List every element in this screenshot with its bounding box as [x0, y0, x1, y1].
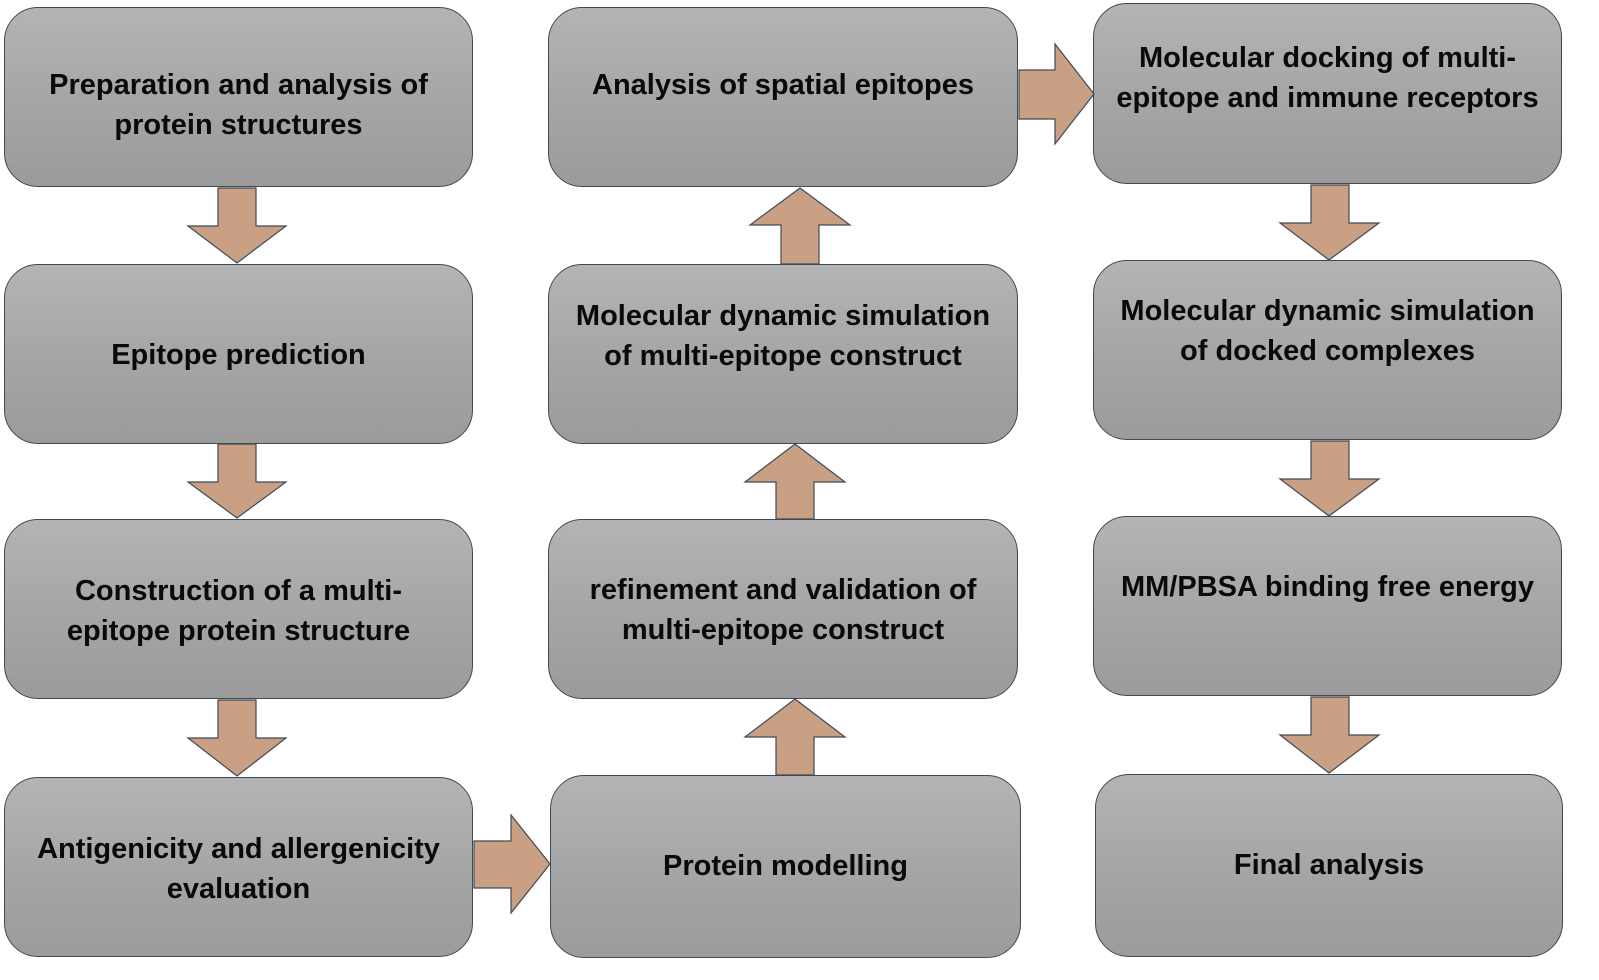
step-final-analysis-box: Final analysis — [1095, 774, 1563, 957]
arrow-up-icon — [743, 443, 847, 520]
arrow-right-icon — [1018, 42, 1095, 146]
step-preparation-analysis-box: Preparation and analysis of protein stru… — [4, 7, 473, 187]
arrow-down-icon — [1278, 184, 1381, 261]
step-label: Protein modelling — [663, 850, 908, 882]
arrow-up-icon — [748, 187, 852, 265]
step-label: Molecular docking of multi- epitope and … — [1116, 42, 1539, 114]
step-label: Final analysis — [1233, 849, 1425, 881]
arrow-down-icon — [186, 187, 288, 264]
step-construction-multi-epitope-box: Construction of a multi- epitope protein… — [4, 519, 473, 699]
step-antigenicity-allergenicity-box: Antigenicity and allergenicity evaluatio… — [4, 777, 473, 957]
step-label: Molecular dynamic simulation of docked c… — [1120, 295, 1535, 367]
step-md-simulation-complexes-box: Molecular dynamic simulation of docked c… — [1093, 260, 1562, 440]
step-molecular-docking-box: Molecular docking of multi- epitope and … — [1093, 3, 1562, 184]
step-label: Analysis of spatial epitopes — [592, 69, 974, 101]
step-label: Preparation and analysis of protein stru… — [49, 69, 428, 141]
step-analysis-spatial-epitopes-box: Analysis of spatial epitopes — [548, 7, 1018, 187]
arrow-down-icon — [1278, 696, 1381, 774]
step-mmpbsa-box: MM/PBSA binding free energy — [1093, 516, 1562, 696]
step-label: Epitope prediction — [111, 339, 366, 371]
arrow-down-icon — [186, 699, 288, 777]
step-label: Construction of a multi- epitope protein… — [66, 575, 411, 647]
arrow-right-icon — [473, 813, 551, 915]
step-label: Molecular dynamic simulation of multi-ep… — [575, 300, 991, 372]
arrow-down-icon — [186, 443, 288, 519]
step-label: refinement and validation of multi-epito… — [589, 574, 977, 646]
step-md-simulation-construct-box: Molecular dynamic simulation of multi-ep… — [548, 264, 1018, 444]
step-protein-modelling-box: Protein modelling — [550, 775, 1021, 958]
arrow-down-icon — [1278, 440, 1381, 517]
step-label: MM/PBSA binding free energy — [1120, 571, 1535, 603]
arrow-up-icon — [743, 698, 847, 776]
step-epitope-prediction-box: Epitope prediction — [4, 264, 473, 444]
step-refinement-validation-box: refinement and validation of multi-epito… — [548, 519, 1018, 699]
step-label: Antigenicity and allergenicity evaluatio… — [37, 833, 440, 905]
